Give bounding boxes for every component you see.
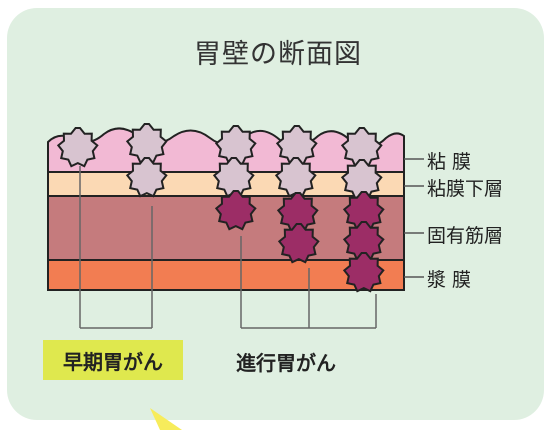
early-bracket-lines: [79, 166, 153, 329]
advanced-cancer-cell: [342, 252, 385, 293]
serosa-label: 漿 膜: [427, 269, 472, 291]
submucosa-label: 粘膜下層: [427, 178, 504, 200]
advanced-cancer-cell: [214, 190, 257, 231]
advanced-cancer-cell: [277, 223, 320, 264]
mucosa-label: 粘 膜: [427, 151, 472, 173]
pointer-arrow: [150, 408, 182, 430]
advanced-cancer-label: 進行胃がん: [236, 351, 336, 375]
early-cancer-cell: [274, 157, 317, 198]
early-cancer-cell: [56, 127, 99, 168]
early-cancer-cell: [125, 157, 168, 198]
layer-leader-lines: [404, 158, 424, 278]
advanced-bracket-lines: [240, 236, 377, 329]
early-cancer-label: 早期胃がん: [43, 340, 183, 380]
diagram-title: 胃壁の断面図: [194, 39, 362, 70]
muscularis-label: 固有筋層: [427, 225, 504, 247]
